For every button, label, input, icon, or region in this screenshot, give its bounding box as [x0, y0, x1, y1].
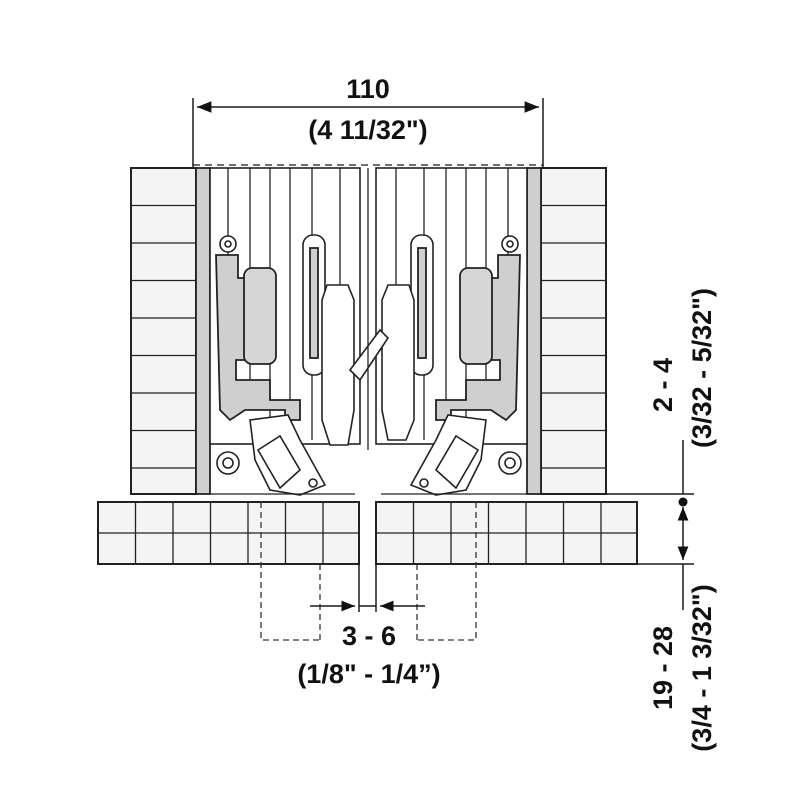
lower-side-dimension-imperial: (3/4 - 1 3/32")	[687, 584, 717, 751]
lower-side-dimension-value: 19 - 28	[648, 626, 678, 710]
left-hinge-mechanism	[209, 167, 361, 496]
left-door	[97, 501, 360, 565]
gap-dimension: 3 - 6 (1/8" - 1/4”)	[297, 564, 441, 689]
top-dimension: 110 (4 11/32")	[192, 74, 544, 190]
right-hinge-mechanism	[375, 167, 528, 496]
right-side-panel	[526, 167, 607, 495]
side-dimensions: 2 - 4 (3/32 - 5/32") 19 - 28 (3/4 - 1 3/…	[606, 288, 717, 752]
top-dimension-imperial: (4 11/32")	[308, 115, 427, 145]
projection-lines	[260, 502, 477, 641]
top-dimension-value: 110	[346, 74, 390, 104]
upper-side-dimension-value: 2 - 4	[648, 358, 678, 412]
upper-side-dimension-imperial: (3/32 - 5/32")	[687, 288, 717, 448]
right-door	[375, 501, 638, 565]
connecting-arm	[348, 168, 390, 450]
left-side-panel	[130, 167, 211, 495]
gap-dimension-imperial: (1/8" - 1/4”)	[297, 659, 440, 689]
gap-dimension-value: 3 - 6	[342, 621, 396, 651]
